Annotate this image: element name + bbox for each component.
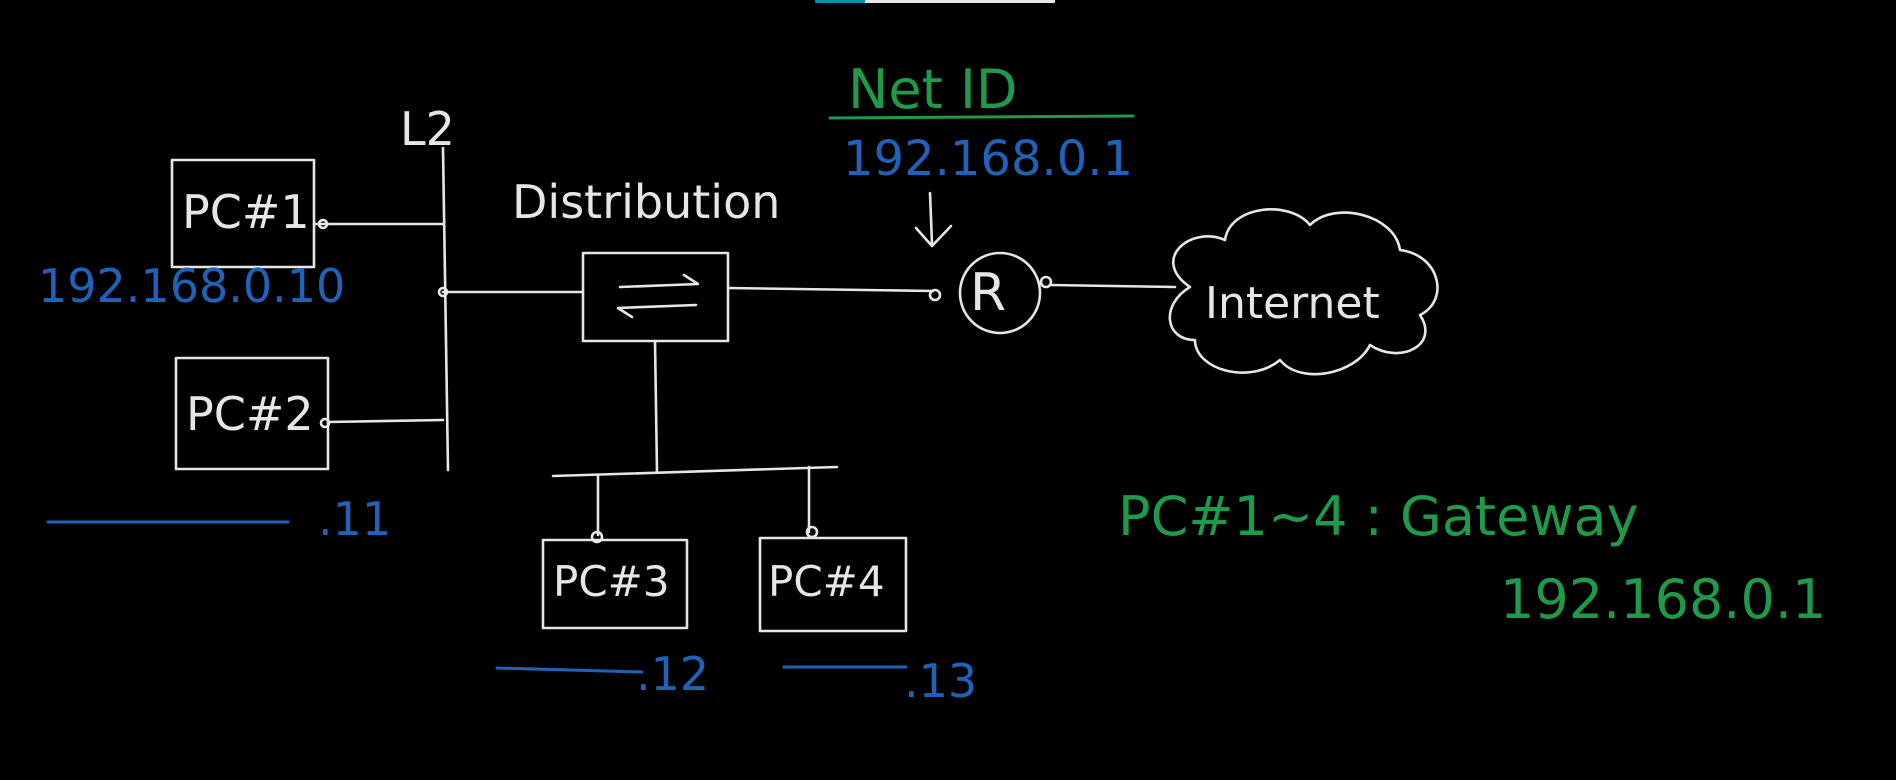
net-id-underline [828,114,1135,120]
router-port-in [928,288,942,302]
distribution-down-link [653,339,659,474]
pc1-port [317,218,329,230]
l2-switch-bus [441,146,450,472]
net-id-address: 192.168.0.1 [843,131,1133,187]
distribution-switch-box [581,251,730,343]
pc3-box [541,538,689,630]
net-id-title: Net ID [848,58,1017,121]
gateway-title: PC#1~4 : Gateway [1118,485,1639,548]
distribution-label: Distribution [512,175,780,229]
pc1-ip: 192.168.0.10 [38,259,345,313]
bus-port [437,286,449,298]
internet-label: Internet [1205,278,1380,329]
pc3-label: PC#3 [553,557,670,606]
pc2-ip: .11 [318,492,391,546]
router-icon [958,251,1042,335]
l2-switch-label: L2 [400,102,455,156]
pc2-box [174,356,330,471]
pc2-port [319,417,331,429]
pc1-node: PC#1 [170,158,316,269]
top-bar-accent [815,0,865,3]
top-bar-strip [865,0,1055,3]
pc2-label: PC#2 [186,387,314,441]
pc4-box [758,536,908,633]
pc4-node: PC#4 [758,536,908,633]
pc3-ip-underline [495,666,644,674]
router-to-internet-link [1048,283,1177,289]
pc3-ip: .12 [636,647,709,701]
pc1-label: PC#1 [182,185,310,239]
lower-bus [551,465,839,478]
router-label: R [970,263,1006,323]
router-port-out [1039,275,1053,289]
distribution-to-router-link [726,286,935,293]
pc3-port [590,530,604,544]
internet-cloud: Internet [1168,208,1439,376]
net-id-arrow-icon [914,191,953,248]
pc2-link [326,418,445,424]
switch-arrows-icon [616,273,700,319]
pc1-box [170,158,316,269]
router-node: R [958,251,1042,335]
pc4-ip: .13 [904,654,977,708]
gateway-address: 192.168.0.1 [1500,568,1826,631]
pc3-node: PC#3 [541,538,689,630]
pc2-node: PC#2 [174,356,330,471]
distribution-switch [581,251,730,343]
cloud-icon [1168,208,1439,376]
pc4-label: PC#4 [768,557,885,606]
